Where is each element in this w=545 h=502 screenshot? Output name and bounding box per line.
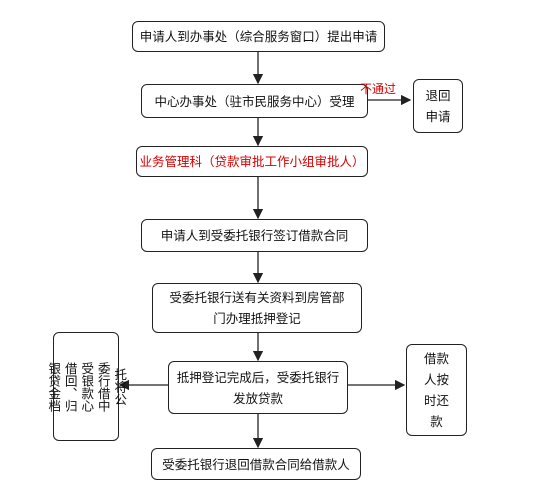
node-return-apply-line2: 申请 bbox=[425, 109, 451, 124]
node-bank-collect-col3: 受银款心 bbox=[79, 361, 95, 412]
node-return-apply-line1: 退回 bbox=[425, 88, 451, 103]
node-repay-line4: 款 bbox=[430, 414, 443, 429]
node-repay-line3: 时还 bbox=[423, 393, 449, 408]
node-repay-line2: 人按 bbox=[423, 372, 449, 387]
node-contract: 申请人到受委托银行签订借款合同 bbox=[141, 219, 368, 252]
node-business-label: 业务管理科（贷款审批工作小组审批人） bbox=[139, 154, 365, 169]
node-mortgage-line1: 受委托银行送有关资料到房管部 bbox=[169, 290, 345, 305]
node-apply: 申请人到办事处（综合服务窗口）提出申请 bbox=[132, 21, 385, 52]
node-bank-collect-col2: 委行借中 bbox=[95, 361, 111, 412]
node-release-line2: 发放贷款 bbox=[232, 390, 283, 406]
node-repay-line1: 借款 bbox=[423, 351, 449, 366]
node-repay: 借款 人按 时还 款 bbox=[406, 344, 467, 436]
node-bank-collect-col4: 借回、归 bbox=[62, 361, 78, 412]
node-accept: 中心办事处（驻市民服务中心）受理 bbox=[141, 84, 368, 118]
node-bank-collect-col5: 银贷金档 bbox=[46, 361, 62, 412]
node-return-contract-label: 受委托银行退回借款合同给借款人 bbox=[162, 456, 350, 472]
node-return-apply: 退回 申请 bbox=[413, 79, 463, 133]
node-accept-label: 中心办事处（驻市民服务中心）受理 bbox=[154, 93, 355, 109]
node-release-line1: 抵押登记完成后，受委托银行 bbox=[176, 369, 340, 385]
node-mortgage: 受委托银行送有关资料到房管部 门办理抵押登记 bbox=[152, 283, 362, 333]
node-release: 抵押登记完成后，受委托银行 发放贷款 bbox=[168, 361, 348, 414]
node-bank-collect: 托将公 委行借中 受银款心 借回、归 银贷金档 bbox=[46, 332, 127, 441]
node-apply-label: 申请人到办事处（综合服务窗口）提出申请 bbox=[139, 29, 378, 44]
node-mortgage-line2: 门办理抵押登记 bbox=[213, 311, 301, 326]
node-bank-collect-col1: 托将公 bbox=[112, 367, 128, 406]
node-return-contract: 受委托银行退回借款合同给借款人 bbox=[151, 448, 361, 480]
reject-label: 不通过 bbox=[360, 82, 397, 96]
node-business: 业务管理科（贷款审批工作小组审批人） bbox=[136, 146, 368, 177]
node-contract-label: 申请人到受委托银行签订借款合同 bbox=[160, 228, 349, 243]
